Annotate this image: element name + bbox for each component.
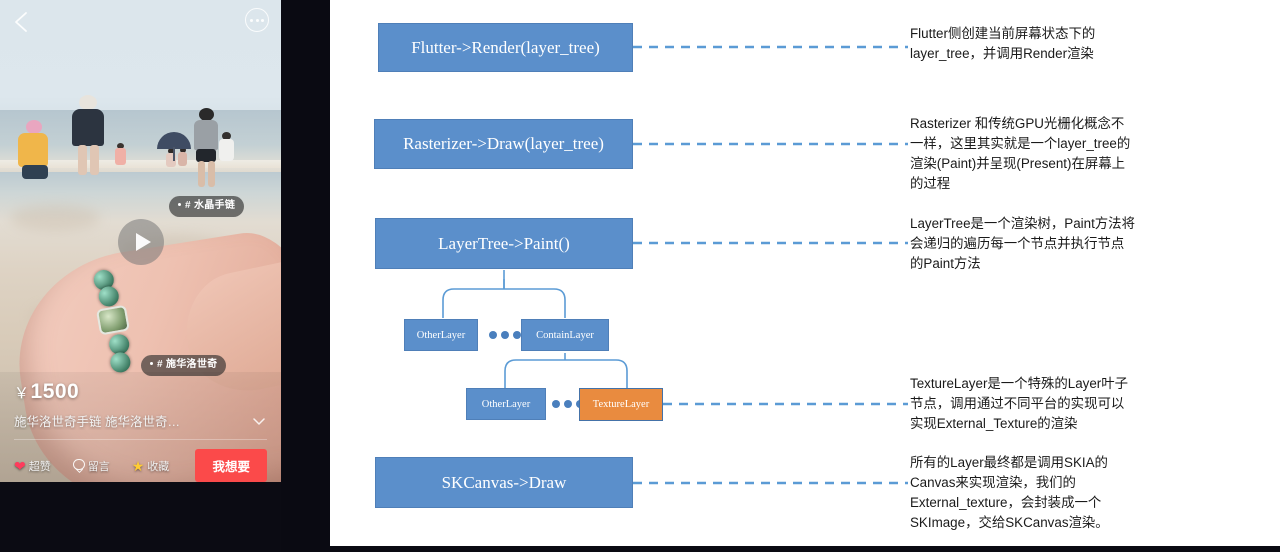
node-other-layer-1[interactable]: OtherLayer <box>404 319 478 351</box>
dot <box>255 18 259 22</box>
product-title-row[interactable]: 施华洛世奇手链 施华洛世奇… <box>14 411 267 430</box>
desc-line: layer_tree，并调用Render渲染 <box>910 46 1094 61</box>
action-bar: ❤ 超赞 留言 ★ 收藏 我想要 <box>14 449 267 482</box>
node-rasterizer-draw[interactable]: Rasterizer->Draw(layer_tree) <box>374 119 633 169</box>
product-price: ￥1500 <box>14 380 267 404</box>
beach-umbrella <box>157 132 191 161</box>
video-top-bar <box>0 0 281 44</box>
play-triangle <box>136 233 151 251</box>
favorite-label: 收藏 <box>147 460 170 473</box>
node-other-layer-2[interactable]: OtherLayer <box>466 388 546 420</box>
desc-line: Canvas来实现渲染，我们的 <box>910 475 1076 490</box>
desc-line: TextureLayer是一个特殊的Layer叶子 <box>910 376 1129 391</box>
description-layertree: LayerTree是一个渲染树，Paint方法将 会递归的遍历每一个节点并执行节… <box>910 214 1220 274</box>
node-label: TextureLayer <box>592 399 650 410</box>
hashtag-chip-label: # 施华洛世奇 <box>157 359 218 370</box>
price-value: 1500 <box>30 380 80 403</box>
slide-canvas: Flutter->Render(layer_tree) Rasterizer->… <box>330 0 1280 546</box>
desc-line: Flutter侧创建当前屏幕状态下的 <box>910 26 1096 41</box>
hashtag-chip[interactable]: # 水晶手链 <box>169 196 245 217</box>
node-label: SKCanvas->Draw <box>441 472 567 492</box>
product-title: 施华洛世奇手链 施华洛世奇… <box>14 415 180 429</box>
chip-dot-icon <box>178 203 181 207</box>
back-chevron-svg <box>15 12 27 32</box>
heart-icon: ❤ <box>14 457 26 474</box>
video-player[interactable]: # 水晶手链 # 施华洛世奇 <box>0 0 281 482</box>
description-rasterizer: Rasterizer 和传统GPU光栅化概念不 一样，这里其实就是一个layer… <box>910 114 1220 194</box>
desc-line: SKImage，交给SKCanvas渲染。 <box>910 515 1109 530</box>
dot <box>250 18 253 22</box>
node-label: Flutter->Render(layer_tree) <box>411 37 600 57</box>
like-label: 超赞 <box>28 460 51 473</box>
node-label: Rasterizer->Draw(layer_tree) <box>403 134 604 153</box>
tree-bracket-1 <box>442 288 566 318</box>
want-button[interactable]: 我想要 <box>195 449 267 482</box>
comment-label: 留言 <box>87 460 110 473</box>
desc-line: 节点，调用通过不同平台的实现可以 <box>910 396 1125 411</box>
desc-line: 所有的Layer最终都是调用SKIA的 <box>910 455 1108 470</box>
like-button[interactable]: ❤ 超赞 <box>14 458 51 474</box>
node-label: ContainLayer <box>536 329 594 341</box>
desc-line: 的Paint方法 <box>910 256 981 271</box>
desc-line: 渲染(Paint)并呈现(Present)在屏幕上 <box>910 156 1126 171</box>
description-skcanvas: 所有的Layer最终都是调用SKIA的 Canvas来实现渲染，我们的 Exte… <box>910 453 1220 533</box>
dot <box>261 18 264 22</box>
description-flutter: Flutter侧创建当前屏幕状态下的 layer_tree，并调用Render渲… <box>910 24 1210 64</box>
node-flutter-render[interactable]: Flutter->Render(layer_tree) <box>378 23 633 72</box>
node-label: LayerTree->Paint() <box>438 233 570 253</box>
desc-line: Rasterizer 和传统GPU光栅化概念不 <box>910 116 1125 131</box>
chevron-down-icon[interactable] <box>251 413 267 429</box>
background-gap <box>281 0 330 552</box>
desc-line: 的过程 <box>910 176 951 191</box>
node-layertree-paint[interactable]: LayerTree->Paint() <box>375 218 633 269</box>
video-preview-panel: # 水晶手链 # 施华洛世奇 <box>0 0 281 552</box>
sand-texture <box>10 205 100 231</box>
desc-line: 会递归的遍历每一个节点并执行节点 <box>910 236 1125 251</box>
desc-line: External_texture，会封装成一个 <box>910 495 1102 510</box>
hashtag-chip[interactable]: # 施华洛世奇 <box>141 355 227 376</box>
node-texture-layer[interactable]: TextureLayer <box>579 388 663 421</box>
bracelet-centerpiece <box>95 304 130 336</box>
divider <box>14 439 267 440</box>
node-contain-layer[interactable]: ContainLayer <box>521 319 609 351</box>
back-chevron-icon[interactable] <box>11 10 33 34</box>
product-info-overlay: ￥1500 施华洛世奇手链 施华洛世奇… ❤ 超赞 <box>0 372 281 482</box>
tree-bracket-2 <box>504 359 628 388</box>
comment-button[interactable]: 留言 <box>72 458 110 474</box>
star-icon: ★ <box>131 457 145 474</box>
desc-line: 实现External_Texture的渲染 <box>910 416 1078 431</box>
description-texture: TextureLayer是一个特殊的Layer叶子 节点，调用通过不同平台的实现… <box>910 374 1220 434</box>
desc-line: LayerTree是一个渲染树，Paint方法将 <box>910 216 1135 231</box>
desc-line: 一样，这里其实就是一个layer_tree的 <box>910 136 1131 151</box>
play-icon[interactable] <box>118 219 164 265</box>
currency-symbol: ￥ <box>14 385 30 402</box>
more-options-icon[interactable] <box>245 8 269 32</box>
chip-dot-icon <box>150 362 153 366</box>
favorite-button[interactable]: ★ 收藏 <box>132 458 170 474</box>
node-label: OtherLayer <box>416 329 466 341</box>
node-label: OtherLayer <box>481 398 531 410</box>
node-skcanvas-draw[interactable]: SKCanvas->Draw <box>375 457 633 508</box>
chevron-down-svg <box>253 417 265 425</box>
comment-bubble-icon <box>72 458 85 473</box>
hashtag-chip-label: # 水晶手链 <box>185 200 236 211</box>
